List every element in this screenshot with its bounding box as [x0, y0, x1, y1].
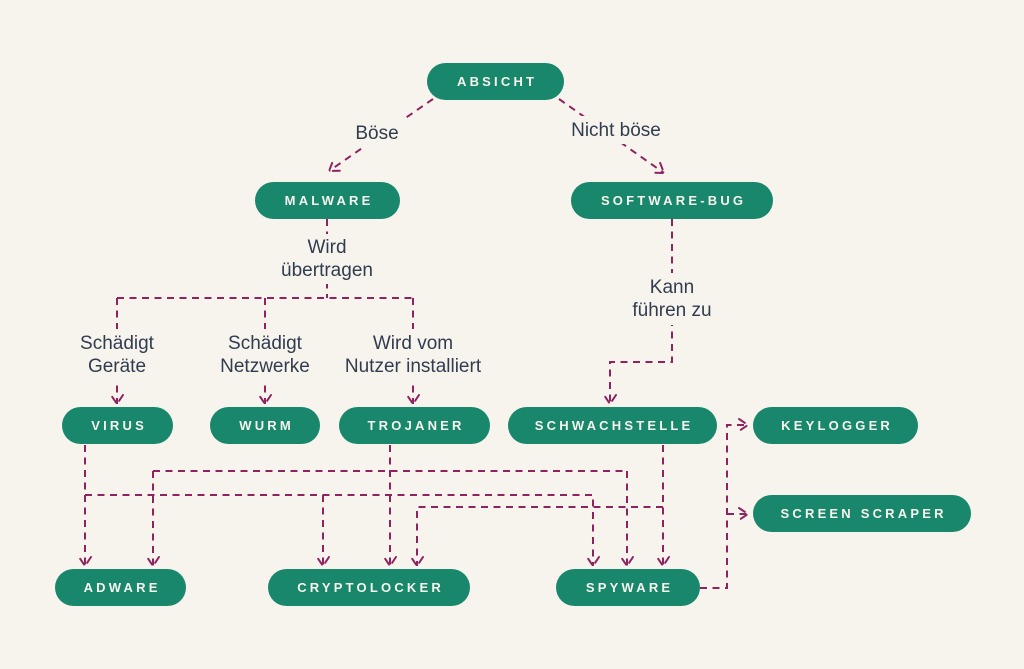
node-trojaner: TROJANER: [339, 407, 490, 444]
node-software-bug: SOFTWARE-BUG: [571, 182, 773, 219]
edge-virus-spyware: [85, 494, 593, 566]
edge-label-schaedigt-netzwerke: Schädigt Netzwerke: [207, 329, 323, 381]
edge-label-wird-uebertragen: Wird übertragen: [272, 234, 382, 284]
node-absicht: ABSICHT: [427, 63, 564, 100]
edge-label-boese: Böse: [345, 119, 409, 148]
node-virus: VIRUS: [62, 407, 173, 444]
node-wurm: WURM: [210, 407, 320, 444]
node-spyware: SPYWARE: [556, 569, 700, 606]
node-screen-scraper: SCREEN SCRAPER: [753, 495, 971, 532]
node-malware: MALWARE: [255, 182, 400, 219]
edge-label-kann-fuehren-zu: Kann führen zu: [622, 273, 722, 325]
node-keylogger: KEYLOGGER: [753, 407, 918, 444]
node-schwachstelle: SCHWACHSTELLE: [508, 407, 717, 444]
edge-spyware-keylogger: [700, 425, 748, 589]
edge-label-schaedigt-geraete: Schädigt Geräte: [67, 329, 167, 381]
edge-schwachstelle-cryptolocker: [417, 506, 663, 566]
edge-softwarebug-schwachstelle: [610, 219, 673, 404]
node-adware: ADWARE: [55, 569, 186, 606]
edge-label-wird-vom-nutzer: Wird vom Nutzer installiert: [333, 329, 493, 381]
node-cryptolocker: CRYPTOLOCKER: [268, 569, 470, 606]
edge-label-nicht-boese: Nicht böse: [561, 116, 671, 144]
